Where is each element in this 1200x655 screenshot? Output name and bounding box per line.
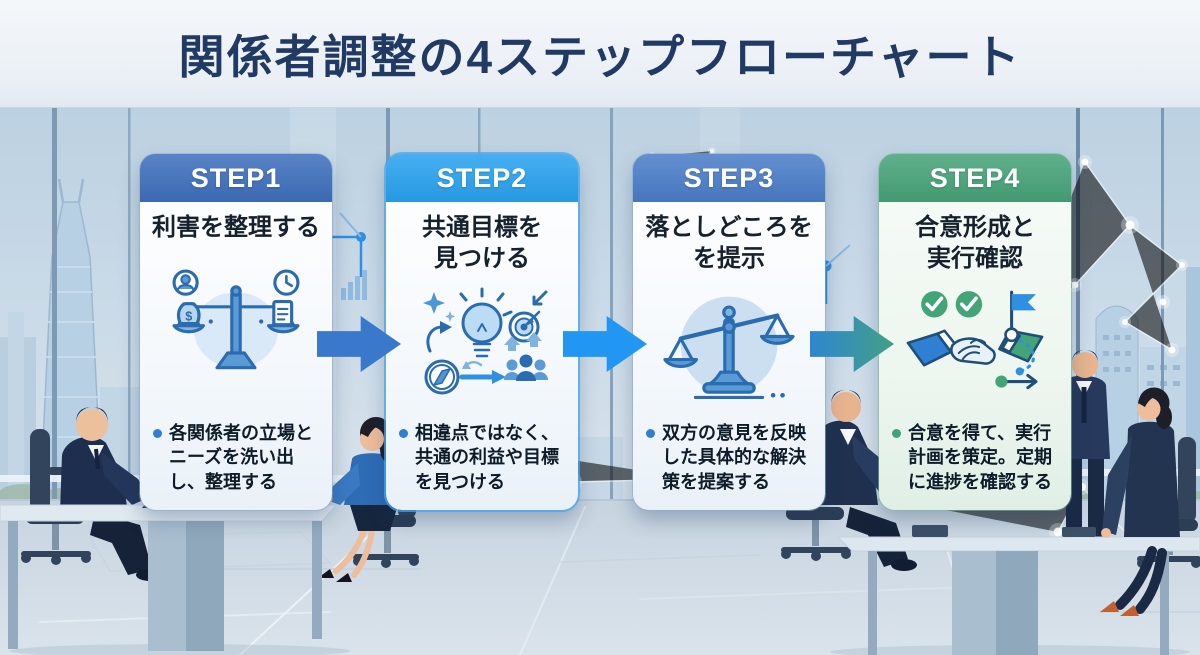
businessman-seated-right xyxy=(814,390,917,571)
step1-title: 利害を整理する xyxy=(152,214,320,241)
lightbulb-compass-target-team-icon xyxy=(386,274,578,420)
page-title: 関係者調整の4ステップフローチャート xyxy=(178,30,1022,83)
conference-desk-right xyxy=(830,525,1200,655)
step1-description: 各関係者の立場とニーズを洗い出し、整理する xyxy=(169,422,313,493)
step4-title: 合意形成と 実行確認 xyxy=(915,214,1035,272)
step3-description: 双方の意見を反映した具体的な解決策を提案する xyxy=(662,422,806,493)
businessman-standing-right xyxy=(1058,350,1110,541)
svg-text:$: $ xyxy=(185,310,192,324)
handshake-checkmarks-flag-icon xyxy=(879,274,1071,420)
step2-title: 共通目標を 見つける xyxy=(422,214,542,272)
bar-chart-icon xyxy=(341,270,367,300)
step4-card: STEP4 合意形成と 実行確認 xyxy=(878,153,1072,511)
title-band: 関係者調整の4ステップフローチャート xyxy=(0,0,1200,108)
step3-bullet: 双方の意見を反映した具体的な解決策を提案する xyxy=(633,421,825,510)
bullet-dot xyxy=(153,428,162,438)
step2-card: STEP2 共通目標を 見つける xyxy=(384,152,580,512)
laptop xyxy=(912,525,948,537)
bullet-dot xyxy=(646,428,655,438)
step1-card: STEP1 利害を整理する xyxy=(139,153,333,511)
businesswoman-seated-right xyxy=(1100,387,1180,616)
laptop xyxy=(1062,527,1096,537)
bullet-dot xyxy=(892,428,901,438)
floor-edge xyxy=(0,499,1200,501)
scale-with-money-person-clock-document-icon: $ xyxy=(140,244,332,421)
step3-header: STEP3 xyxy=(633,154,825,202)
step2-bullet: 相違点ではなく、共通の利益や目標を見つける xyxy=(386,421,578,510)
step2-header: STEP2 xyxy=(386,154,578,202)
step3-title: 落としどころを を提示 xyxy=(645,214,813,272)
step1-header: STEP1 xyxy=(140,154,332,202)
step3-card: STEP3 落としどころを を提示 xyxy=(632,153,826,511)
check-circles xyxy=(921,291,983,318)
team-group xyxy=(504,332,548,382)
step4-bullet: 合意を得て、実行計画を策定。定期に進捗を確認する xyxy=(879,421,1071,510)
step4-description: 合意を得て、実行計画を策定。定期に進捗を確認する xyxy=(908,422,1052,493)
step2-description: 相違点ではなく、共通の利益や目標を見つける xyxy=(415,422,559,493)
step4-header: STEP4 xyxy=(879,154,1071,202)
tilted-balance-scale-icon xyxy=(633,274,825,420)
bullet-dot xyxy=(399,428,408,438)
step1-bullet: 各関係者の立場とニーズを洗い出し、整理する xyxy=(140,421,332,510)
